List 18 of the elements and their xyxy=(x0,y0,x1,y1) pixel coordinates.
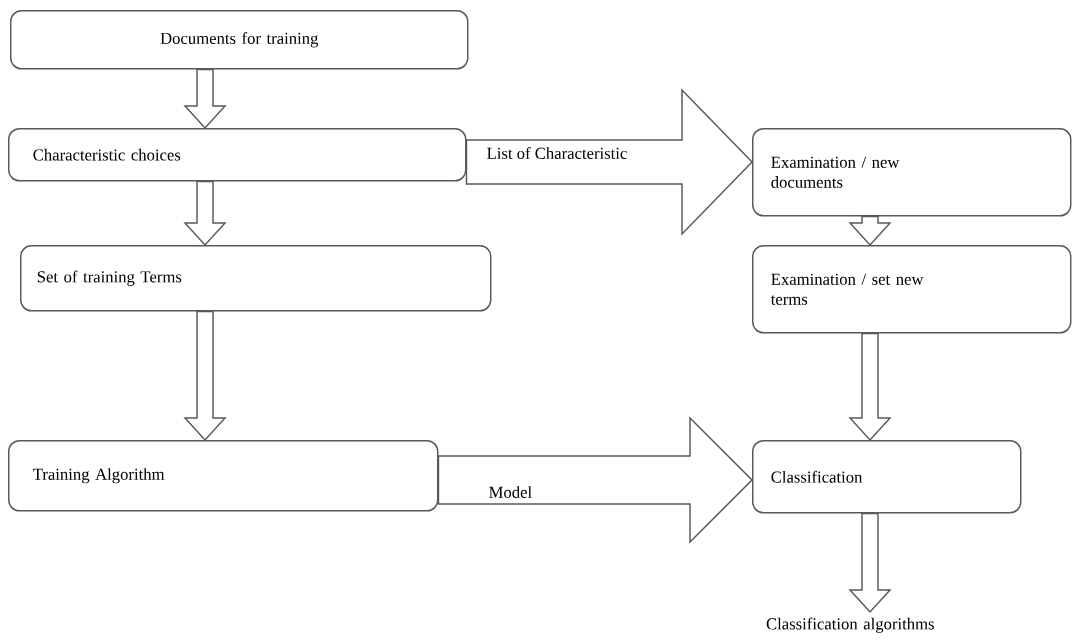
process-box: Classification xyxy=(752,440,1022,514)
block-arrow xyxy=(848,215,892,247)
block-arrow xyxy=(183,310,227,442)
process-box: Set of training Terms xyxy=(20,245,492,312)
block-arrow xyxy=(183,180,227,247)
block-arrow xyxy=(848,512,892,614)
process-box: Documents for training xyxy=(10,10,469,70)
block-arrow xyxy=(437,416,754,544)
process-box: Training Algorithm xyxy=(8,440,439,512)
block-arrow xyxy=(848,332,892,442)
block-arrow xyxy=(183,68,227,130)
edge-label: Model xyxy=(489,486,532,498)
edge-label: List of Characteristic xyxy=(487,147,627,159)
output-text: Classification algorithms xyxy=(766,617,934,633)
block-arrow xyxy=(465,88,754,236)
process-box: Examination / set new terms xyxy=(752,245,1072,334)
process-box: Characteristic choices xyxy=(8,128,467,182)
process-box: Examination / new documents xyxy=(752,128,1072,217)
